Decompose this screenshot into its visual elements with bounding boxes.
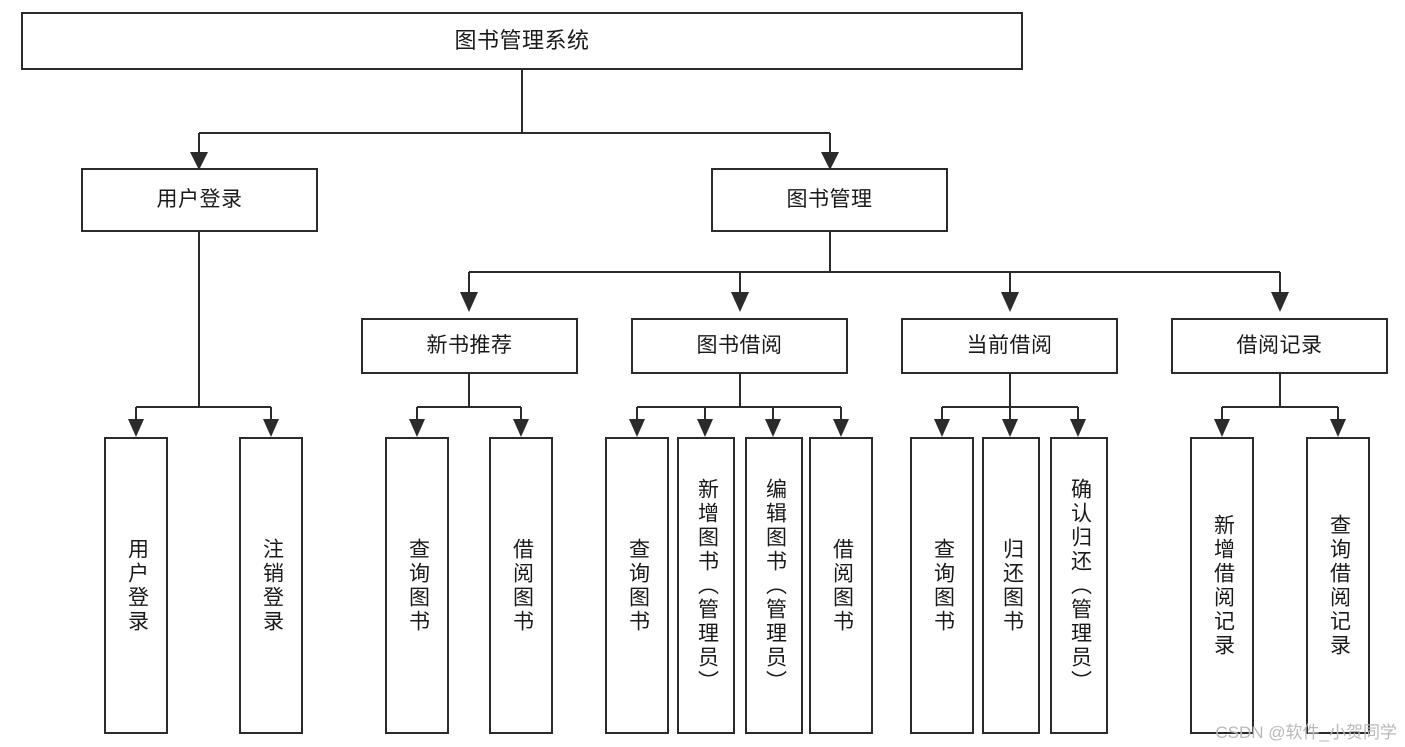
csdn-watermark: CSDN @软件_小贺同学 [1215,723,1397,742]
node-user-login[interactable]: 用户登录 [81,168,318,232]
node-book-borrow[interactable]: 图书借阅 [631,318,848,374]
arrowhead-leaf-borrow-book-2 [833,419,849,437]
arrowhead-leaf-add-record [1214,419,1230,437]
node-user-login-label: 用户登录 [156,187,243,211]
node-leaf-add-record-label: 新增借阅记录 [1211,513,1235,658]
arrowhead-leaf-return-book [1002,419,1018,437]
arrowhead-borrow-record [1271,292,1289,312]
node-leaf-query-book-3-label: 查询图书 [931,537,955,634]
node-leaf-query-record-label: 查询借阅记录 [1327,513,1351,658]
arrowhead-current-borrow [1001,292,1019,312]
arrowhead-leaf-borrow-book-1 [513,419,529,437]
node-leaf-user-login-label: 用户登录 [125,537,149,634]
node-leaf-logout-label: 注销登录 [260,537,284,634]
node-leaf-confirm-return[interactable]: 确认归还（管理员） [1050,437,1108,734]
node-leaf-borrow-book-1[interactable]: 借阅图书 [489,437,553,734]
arrowhead-leaf-logout [263,419,279,437]
node-leaf-return-book[interactable]: 归还图书 [982,437,1040,734]
arrowhead-leaf-edit-book [765,419,781,437]
arrowhead-leaf-query-book-2 [629,419,645,437]
node-leaf-add-book[interactable]: 新增图书（管理员） [677,437,735,734]
node-book-borrow-label: 图书借阅 [696,333,783,357]
node-current-borrow[interactable]: 当前借阅 [901,318,1118,374]
arrowhead-leaf-confirm-return [1070,419,1086,437]
node-leaf-borrow-book-2-label: 借阅图书 [830,537,854,634]
arrowhead-leaf-query-book-1 [409,419,425,437]
node-leaf-add-book-label: 新增图书（管理员） [695,477,719,694]
node-root-label: 图书管理系统 [454,28,590,54]
node-leaf-user-login[interactable]: 用户登录 [104,437,168,734]
node-leaf-confirm-return-label: 确认归还（管理员） [1068,477,1092,694]
arrowhead-book-borrow [731,292,749,312]
node-leaf-query-book-1-label: 查询图书 [406,537,430,634]
node-borrow-record-label: 借阅记录 [1236,333,1323,357]
node-leaf-borrow-book-2[interactable]: 借阅图书 [809,437,873,734]
arrowhead-new-book-rec [460,292,478,312]
node-leaf-add-record[interactable]: 新增借阅记录 [1190,437,1254,734]
node-new-book-recommend-label: 新书推荐 [426,333,513,357]
node-new-book-recommend[interactable]: 新书推荐 [361,318,578,374]
node-root[interactable]: 图书管理系统 [21,12,1023,70]
node-leaf-edit-book-label: 编辑图书（管理员） [763,477,787,694]
node-book-management[interactable]: 图书管理 [711,168,948,232]
arrowhead-leaf-query-record [1330,419,1346,437]
node-leaf-query-book-2[interactable]: 查询图书 [605,437,669,734]
arrowhead-leaf-add-book [697,419,713,437]
arrowhead-leaf-user-login [128,419,144,437]
node-leaf-query-record[interactable]: 查询借阅记录 [1306,437,1370,734]
node-leaf-query-book-3[interactable]: 查询图书 [910,437,974,734]
node-leaf-query-book-2-label: 查询图书 [626,537,650,634]
node-leaf-logout[interactable]: 注销登录 [239,437,303,734]
node-current-borrow-label: 当前借阅 [966,333,1053,357]
node-leaf-edit-book[interactable]: 编辑图书（管理员） [745,437,803,734]
node-leaf-return-book-label: 归还图书 [1000,537,1024,634]
arrowhead-leaf-query-book-3 [934,419,950,437]
node-book-management-label: 图书管理 [786,187,873,211]
node-leaf-query-book-1[interactable]: 查询图书 [385,437,449,734]
node-leaf-borrow-book-1-label: 借阅图书 [510,537,534,634]
node-borrow-record[interactable]: 借阅记录 [1171,318,1388,374]
